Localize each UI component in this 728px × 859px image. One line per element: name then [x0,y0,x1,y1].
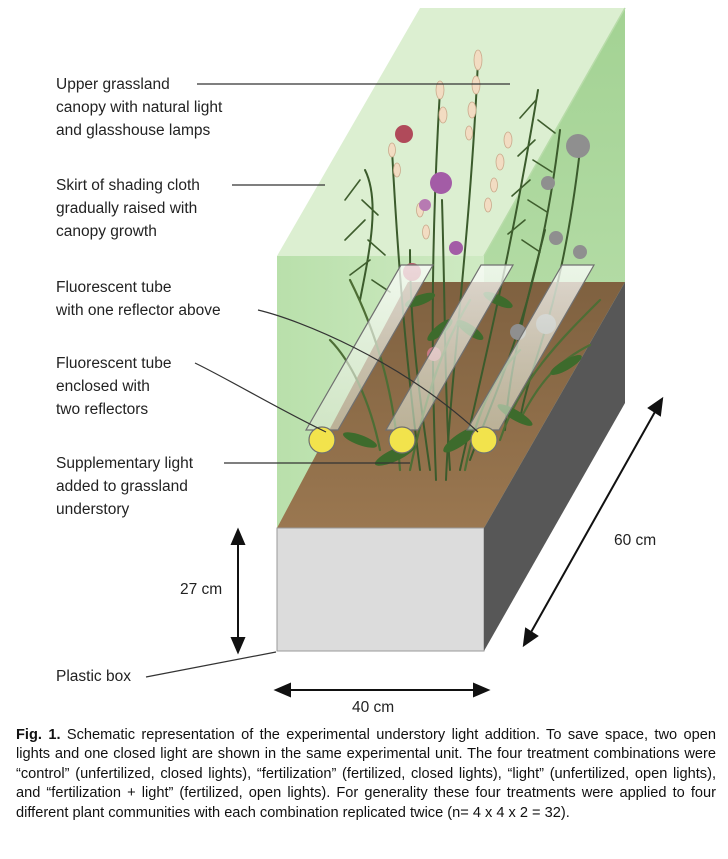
label-tube-one-reflector: Fluorescent tube with one reflector abov… [56,279,221,319]
label-supplementary-light: Supplementary light added to grassland u… [56,455,193,518]
canopy-top-panel [277,8,625,256]
dimension-height-label: 27 cm [180,581,223,598]
tube-open-right [465,264,596,454]
tube-enclosed-middle [384,264,515,454]
understory-light-schematic [145,7,664,698]
fluorescent-tubes [304,264,596,454]
label-leader-lines [145,83,510,678]
dimension-width-label: 40 cm [352,699,395,716]
dimension-length-label: 60 cm [614,532,657,549]
caption-fig-label: Fig. 1. [16,727,61,743]
figure-caption: Fig. 1. Schematic representation of the … [16,726,716,823]
lamp-end-icon [470,426,498,454]
caption-text: Schematic representation of the experime… [16,727,716,821]
lamp-end-icon [308,426,336,454]
tube-enclosed-left [304,264,435,454]
lamp-end-icon [388,426,416,454]
label-plastic-box: Plastic box [56,668,131,685]
plastic-box-side [484,282,625,651]
plastic-box-front [276,527,485,652]
label-shading-skirt: Skirt of shading cloth gradually raised … [56,177,200,240]
label-tube-two-reflectors: Fluorescent tube enclosed with two refle… [56,355,172,418]
dimension-arrows [230,396,664,698]
figure-diagram: Upper grassland canopy with natural ligh… [56,7,664,716]
label-upper-canopy: Upper grassland canopy with natural ligh… [56,76,223,139]
